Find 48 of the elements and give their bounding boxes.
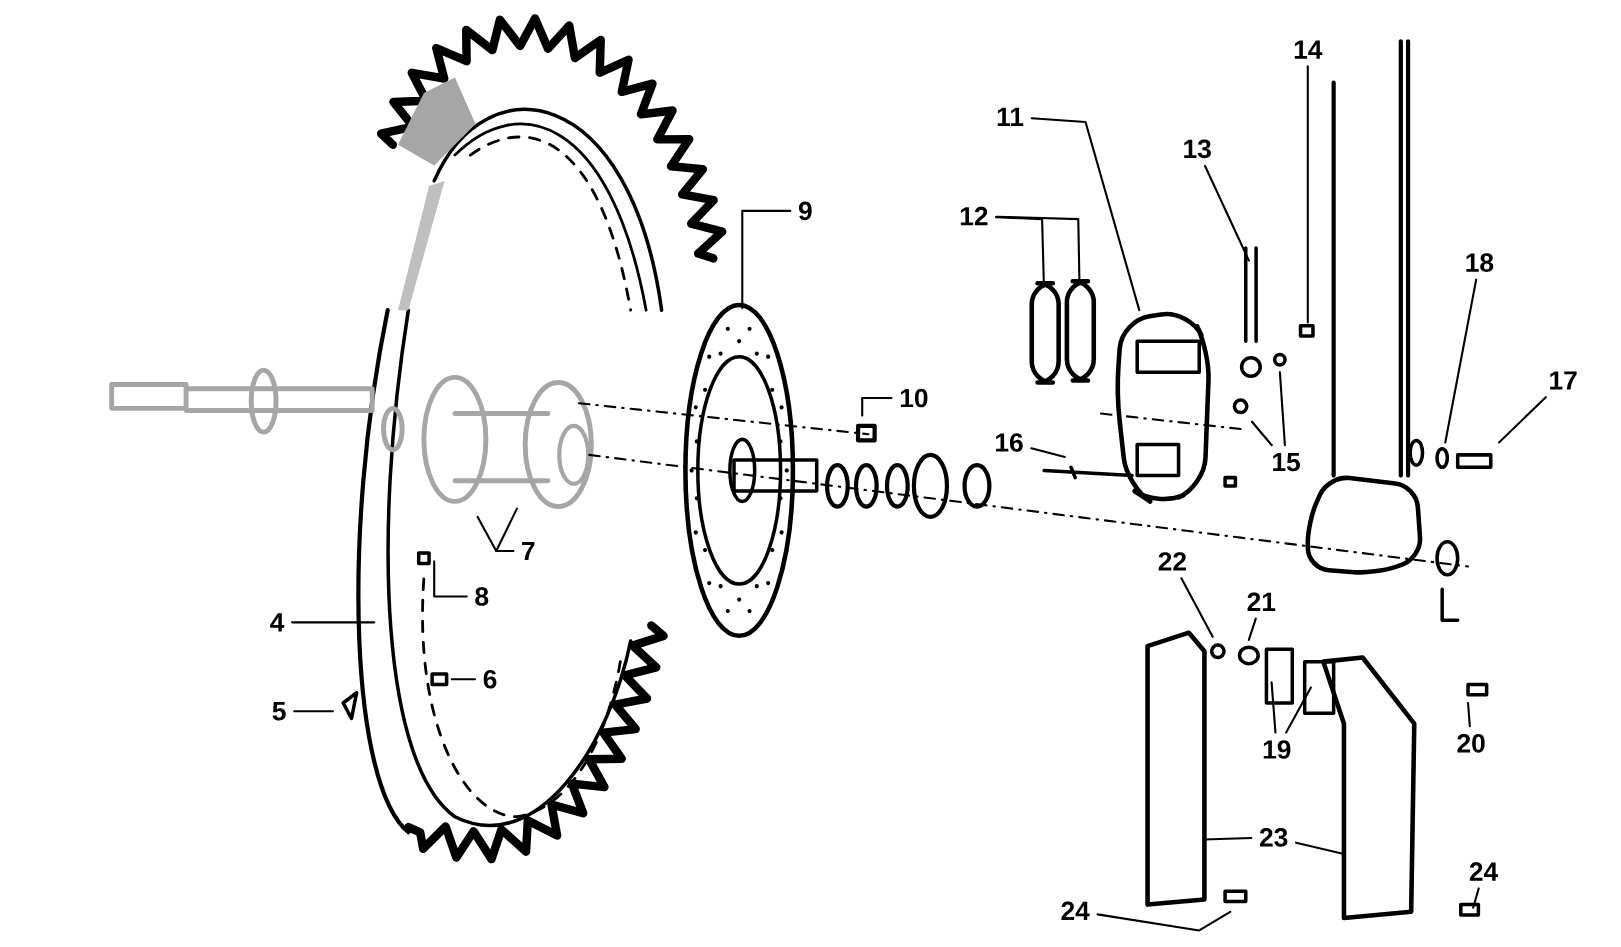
brake-pad-drawing (1029, 281, 1061, 385)
leader-line (495, 507, 518, 553)
callout-number: 6 (483, 669, 497, 689)
leader-line (1278, 371, 1286, 447)
leader-line (433, 560, 468, 598)
leader-line (1203, 837, 1253, 841)
leader-line (1306, 65, 1309, 324)
callout-number: 19 (1263, 740, 1291, 759)
leader-line (1270, 681, 1277, 734)
leader-line (1247, 617, 1257, 641)
callout-number: 20 (1457, 734, 1485, 753)
leader-line (1096, 910, 1232, 932)
callout-number: 4 (270, 613, 285, 632)
callout-number: 23 (1259, 828, 1288, 847)
callout-number: 13 (1184, 139, 1211, 159)
callout-number: 15 (1273, 452, 1300, 472)
callout-number: 22 (1158, 552, 1186, 571)
leader-line (1180, 577, 1214, 638)
callout-number: 21 (1247, 592, 1276, 611)
leader-line (1030, 117, 1141, 312)
callout-number: 16 (996, 433, 1023, 452)
callout-number: 5 (272, 702, 286, 721)
leader-line (1498, 396, 1547, 444)
leader-line (1204, 164, 1250, 262)
callout-number: 17 (1550, 371, 1577, 390)
callout-number: 9 (798, 201, 812, 221)
callout-number: 11 (997, 107, 1024, 126)
leader-line (1250, 420, 1273, 447)
leader-line (741, 209, 792, 310)
brake-pad-drawing (1064, 278, 1097, 383)
callout-number: 18 (1466, 253, 1494, 272)
leader-line (1285, 686, 1312, 734)
leader-line (1444, 278, 1478, 444)
callout-number: 7 (522, 542, 535, 561)
leader-line (450, 678, 477, 681)
callout-number: 12 (960, 206, 988, 226)
callout-number: 14 (1294, 40, 1323, 59)
leader-line (291, 621, 376, 624)
leader-line (861, 396, 893, 417)
callout-number: 24 (1469, 862, 1498, 881)
leader-line (995, 215, 1081, 280)
callout-number: 24 (1061, 901, 1090, 920)
leader-line (293, 710, 334, 713)
leader-line (1030, 447, 1066, 458)
callout-number: 10 (900, 388, 928, 408)
leader-line (1466, 701, 1471, 728)
leader-line (1472, 887, 1480, 909)
callout-number: 8 (475, 587, 489, 606)
